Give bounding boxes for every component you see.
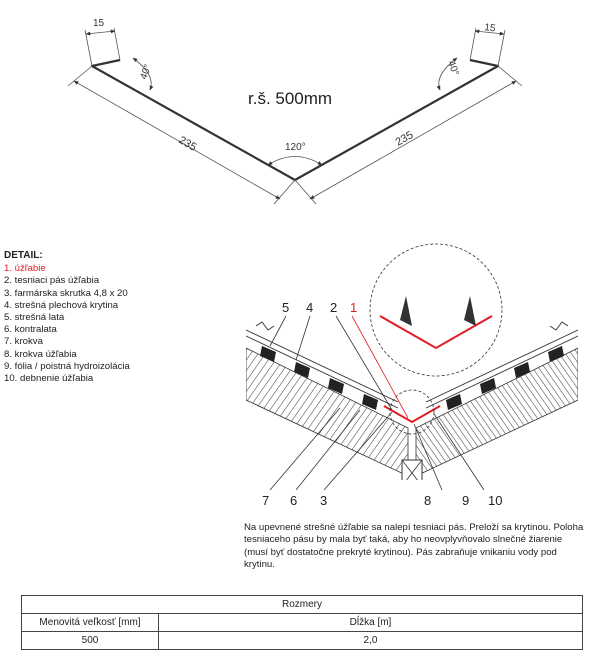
valley-sheet <box>383 405 441 424</box>
detail-item-4: 4. strešná plechová krytina <box>4 299 119 311</box>
dimension-right-leg <box>294 65 523 205</box>
valley-profile-drawing: 235 235 15 15 40° 40° 120° r.š. 500mm <box>67 18 523 205</box>
valley-sheet-magnified <box>379 315 493 350</box>
table-header-length: Dĺžka [m] <box>158 613 583 632</box>
sealing-strip-left-magnified <box>400 296 412 326</box>
callout-7: 7 <box>262 493 269 508</box>
sealing-strip-right-magnified <box>464 296 476 326</box>
callout-line-1 <box>351 315 409 419</box>
rafter-left <box>246 347 409 477</box>
table-title: Rozmery <box>21 595 583 614</box>
detail-item-8: 8. krokva úžľabia <box>4 348 77 360</box>
installation-note: Na upevnené strešné úžľabie sa nalepí te… <box>244 522 584 571</box>
roofing-sheet-left <box>246 321 399 409</box>
callout-8: 8 <box>424 493 431 508</box>
callout-2: 2 <box>330 300 337 315</box>
dimension-right-hem-value: 15 <box>484 22 497 35</box>
angle-arc-left <box>132 57 154 91</box>
angle-left-value: 40° <box>138 63 154 81</box>
dimension-left-hem <box>84 27 121 67</box>
table-cell-length: 2,0 <box>158 631 583 650</box>
callout-1: 1 <box>350 300 357 315</box>
valley-cross-section: 5 4 2 1 7 6 3 8 9 10 <box>246 243 578 508</box>
angle-arc-right <box>436 57 458 91</box>
detail-item-2: 2. tesniaci pás úžľabia <box>4 275 100 287</box>
callout-4: 4 <box>306 300 313 315</box>
detail-item-5: 5. strešná lata <box>4 312 65 324</box>
callout-3: 3 <box>320 493 327 508</box>
detail-item-6: 6. kontralata <box>4 324 57 336</box>
battens-right <box>446 346 564 410</box>
callout-lines-bottom <box>269 407 485 491</box>
callout-6: 6 <box>290 493 297 508</box>
dimensions-table: Rozmery Menovitá veľkosť [mm] Dĺžka [m] … <box>21 595 583 650</box>
dimension-right-hem <box>469 27 506 67</box>
detail-legend: DETAIL: 1. úžľabie 2. tesniaci pás úžľab… <box>4 250 234 385</box>
angle-center-value: 120° <box>285 142 306 153</box>
detail-item-1: 1. úžľabie <box>4 263 46 275</box>
table-row: 500 2,0 <box>21 631 583 650</box>
dimension-left-leg <box>67 65 296 205</box>
angle-arc-center <box>267 156 323 166</box>
detail-item-9: 9. fólia / poistná hydroizolácia <box>4 360 130 372</box>
battens-left <box>260 346 378 410</box>
table-header-size: Menovitá veľkosť [mm] <box>21 613 159 632</box>
detail-title: DETAIL: <box>4 250 43 261</box>
detail-item-7: 7. krokva <box>4 336 43 348</box>
detail-list: 1. úžľabie 2. tesniaci pás úžľabia 3. fa… <box>4 263 234 385</box>
dimension-left-hem-value: 15 <box>93 18 105 29</box>
angle-right-value: 40° <box>445 59 461 77</box>
detail-item-10: 10. debnenie úžľabia <box>4 373 94 385</box>
zoom-circle-small <box>389 389 435 435</box>
callout-lines-top <box>269 315 393 411</box>
profile-width-label: r.š. 500mm <box>248 89 332 108</box>
zoom-circle-large <box>369 243 503 377</box>
valley-rafter <box>401 459 423 480</box>
table-cell-size: 500 <box>21 631 159 650</box>
callout-9: 9 <box>462 493 469 508</box>
callout-10: 10 <box>488 493 502 508</box>
detail-item-3: 3. farmárska skrutka 4,8 x 20 <box>4 287 128 299</box>
roofing-sheet-right <box>425 321 578 409</box>
callout-5: 5 <box>282 300 289 315</box>
